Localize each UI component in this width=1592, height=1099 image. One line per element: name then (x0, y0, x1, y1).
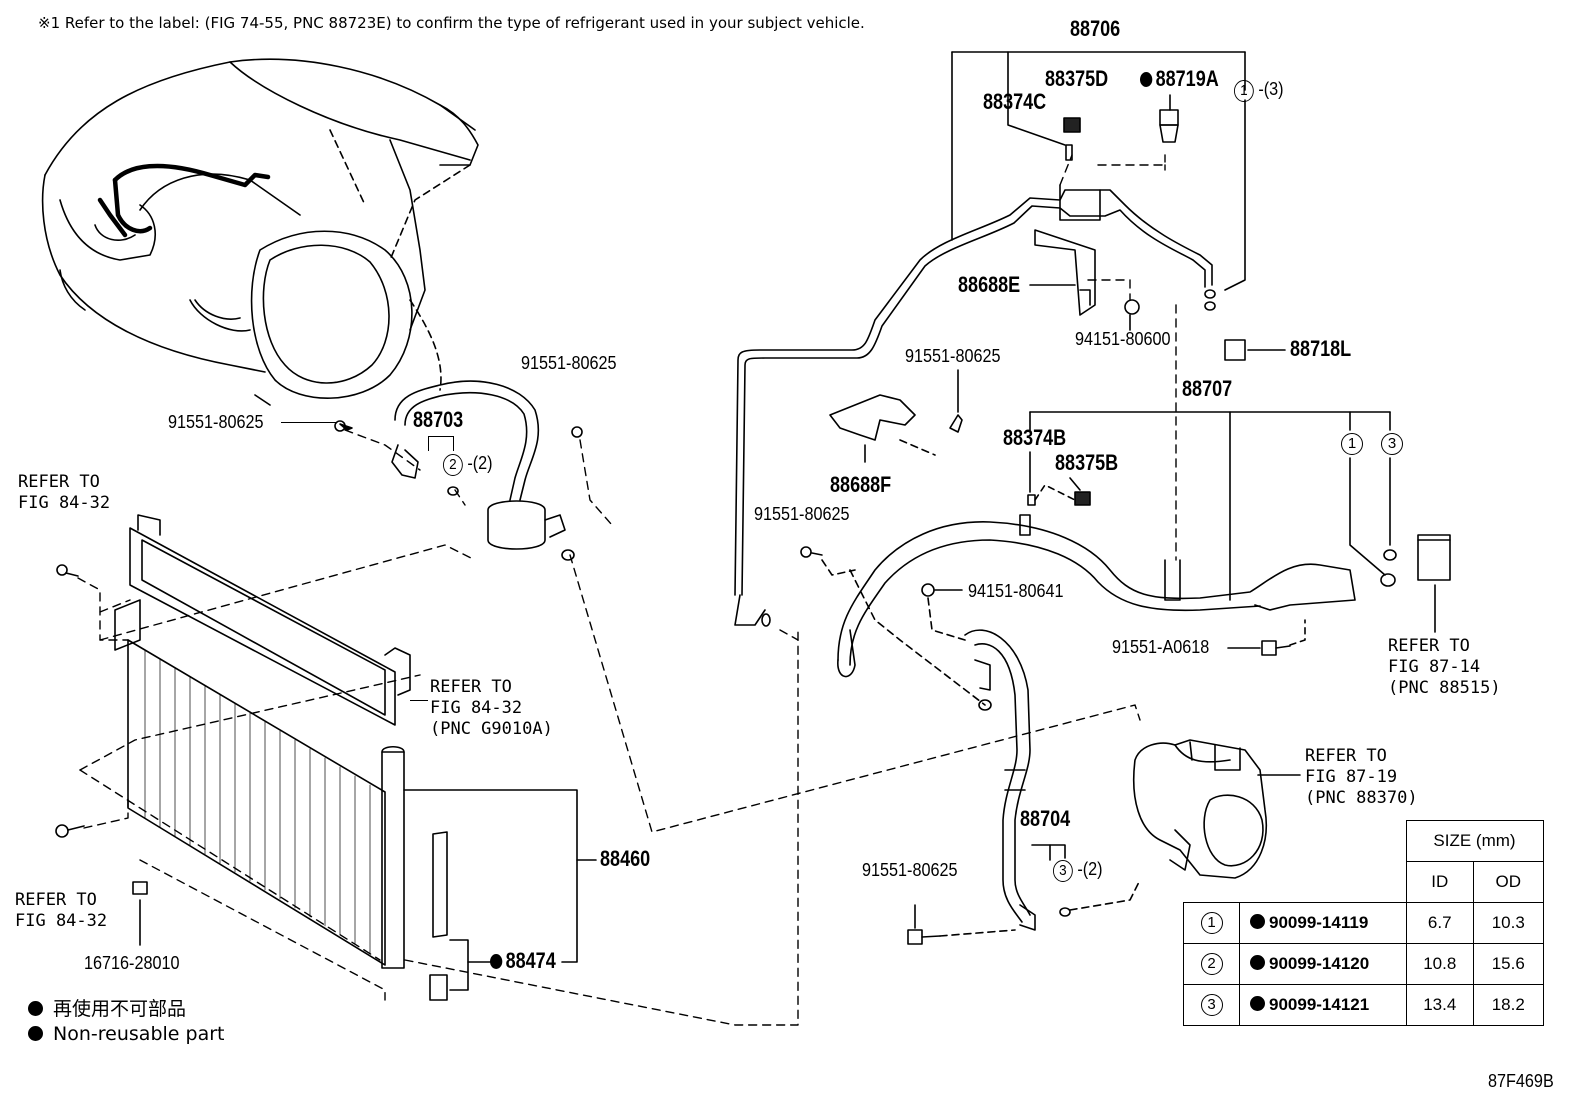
size-header: SIZE (mm) (1405, 820, 1544, 862)
part-88703[interactable]: 88703 (413, 407, 464, 432)
part-91551-80625[interactable]: 91551-80625 (905, 346, 1001, 366)
hose-88703 (391, 380, 575, 561)
table-row: 2 90099-14120 10.8 15.6 (1183, 943, 1544, 985)
non-reusable-dot-icon (490, 954, 503, 969)
desiccant (432, 831, 448, 938)
part-94151-80600[interactable]: 94151-80600 (1075, 329, 1171, 349)
bracket-line (428, 436, 454, 451)
part-91551-80625[interactable]: 91551-80625 (754, 504, 850, 524)
refrigerant-note: ※1 Refer to the label: (FIG 74-55, PNC 8… (38, 14, 865, 32)
part-88704[interactable]: 88704 (1020, 806, 1071, 831)
table-row: 1 90099-14119 6.7 10.3 (1183, 902, 1544, 944)
part-94151-80641[interactable]: 94151-80641 (968, 581, 1064, 601)
legend-en: Non-reusable part (28, 1025, 224, 1044)
non-reusable-dot-icon (28, 1001, 43, 1016)
part-91551-80625[interactable]: 91551-80625 (521, 353, 617, 373)
part-88460[interactable]: 88460 (600, 846, 651, 871)
part-88374B[interactable]: 88374B (1003, 425, 1067, 450)
part-88707[interactable]: 88707 (1182, 376, 1233, 401)
non-reusable-dot-icon (28, 1026, 43, 1041)
pipe-88707 (837, 514, 1356, 678)
ring-1-icon: 1 (1200, 912, 1223, 934)
ring-part-number[interactable]: 90099-14119 (1269, 913, 1369, 932)
non-reusable-dot-icon (1250, 955, 1265, 970)
part-91551-80625[interactable]: 91551-80625 (862, 860, 958, 880)
ring-part-number[interactable]: 90099-14120 (1269, 954, 1370, 973)
cushion (132, 881, 148, 895)
diagram-code: 87F469B (1488, 1071, 1554, 1091)
part-88374C[interactable]: 88374C (983, 89, 1047, 114)
ring-1-icon: 1 (1234, 80, 1254, 102)
pipe-88706 (734, 184, 1216, 627)
part-88718L[interactable]: 88718L (1290, 336, 1352, 361)
non-reusable-dot-icon (1250, 996, 1265, 1011)
ring-1-icon: 1 (1341, 433, 1363, 455)
part-91551-A0618[interactable]: 91551-A0618 (1112, 637, 1210, 657)
part-88706[interactable]: 88706 (1070, 16, 1121, 41)
part-88719A[interactable]: 88719A (1140, 68, 1219, 90)
compressor (1132, 739, 1301, 879)
col-od: OD (1472, 861, 1544, 903)
legend-ja: 再使用不可部品 (28, 1000, 186, 1019)
ring-2-callout: 2 -(2) (443, 454, 493, 476)
part-88474[interactable]: 88474 (490, 950, 556, 972)
hose-88704 (964, 629, 1036, 931)
ring-3-icon: 3 (1381, 433, 1403, 455)
part-16716-28010[interactable]: 16716-28010 (84, 953, 180, 973)
ring-3-callout: 3 -(2) (1053, 860, 1103, 882)
col-id: ID (1405, 861, 1474, 903)
ring-2-icon: 2 (1200, 953, 1223, 975)
o-ring-size-table: SIZE (mm) ID OD 1 90099-14119 6.7 10.3 2… (1183, 820, 1544, 1026)
non-reusable-dot-icon (1250, 914, 1265, 929)
condenser-core (114, 599, 405, 969)
ring-3-callout-b: 3 (1381, 433, 1403, 455)
ring-3-icon: 3 (1200, 994, 1223, 1016)
vehicle-outline (41, 58, 479, 406)
ring-part-number[interactable]: 90099-14121 (1269, 995, 1370, 1014)
radiator-outline (129, 514, 411, 726)
part-88375B[interactable]: 88375B (1055, 450, 1119, 475)
part-88375D[interactable]: 88375D (1045, 66, 1109, 91)
non-reusable-dot-icon (1140, 72, 1153, 87)
ring-2-icon: 2 (443, 454, 463, 476)
part-91551-80625[interactable]: 91551-80625 (168, 412, 264, 432)
receiver-plug (429, 974, 448, 1001)
ring-1-callout: 1 -(3) (1234, 80, 1284, 102)
leader-line (281, 422, 337, 423)
leader-line (410, 700, 428, 701)
table-row: 3 90099-14121 13.4 18.2 (1183, 984, 1544, 1026)
ring-1-callout-b: 1 (1341, 433, 1363, 455)
part-88688F[interactable]: 88688F (830, 472, 892, 497)
ring-3-icon: 3 (1053, 860, 1073, 882)
part-88688E[interactable]: 88688E (958, 272, 1021, 297)
